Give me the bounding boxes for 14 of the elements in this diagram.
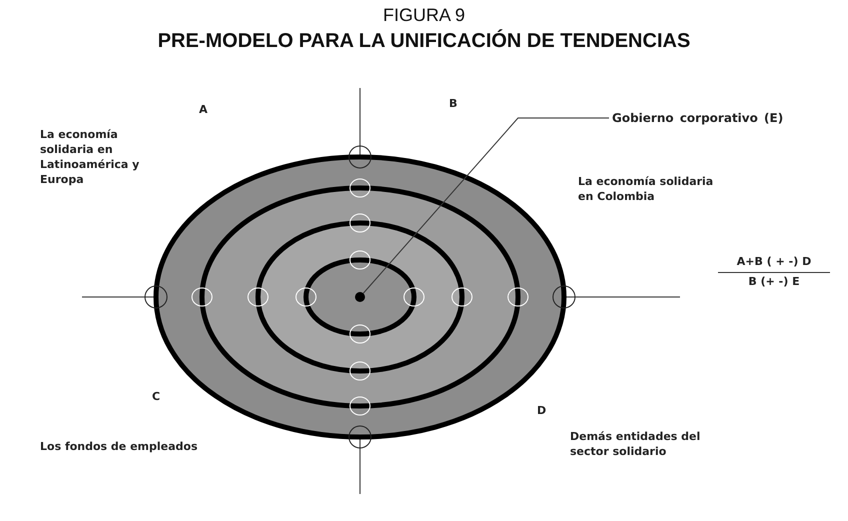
diagram-title: PRE-MODELO PARA LA UNIFICACIÓN DE TENDENCIAS [156,30,692,53]
quadrant-letter: B [449,97,458,112]
formula-numerator: A+B ( + -) D [718,255,830,273]
quadrant-description: Los fondos de empleados [40,440,199,455]
quadrant-letter: D [537,404,546,419]
quadrant-description: Demás entidades del sector solidario [570,430,702,460]
quadrant-description: La economía solidaria en Colombia [578,175,714,205]
quadrant-letter: A [199,103,208,118]
formula-denominator: B (+ -) E [747,275,801,290]
leader-text: Gobierno corporativo (E) [612,110,784,126]
leader-line [362,118,610,294]
figure-number: FIGURA 9 [382,5,466,26]
quadrant-description: La economía solidaria en Latinoamérica y Europa [40,128,140,188]
quadrant-letter: C [152,390,160,405]
